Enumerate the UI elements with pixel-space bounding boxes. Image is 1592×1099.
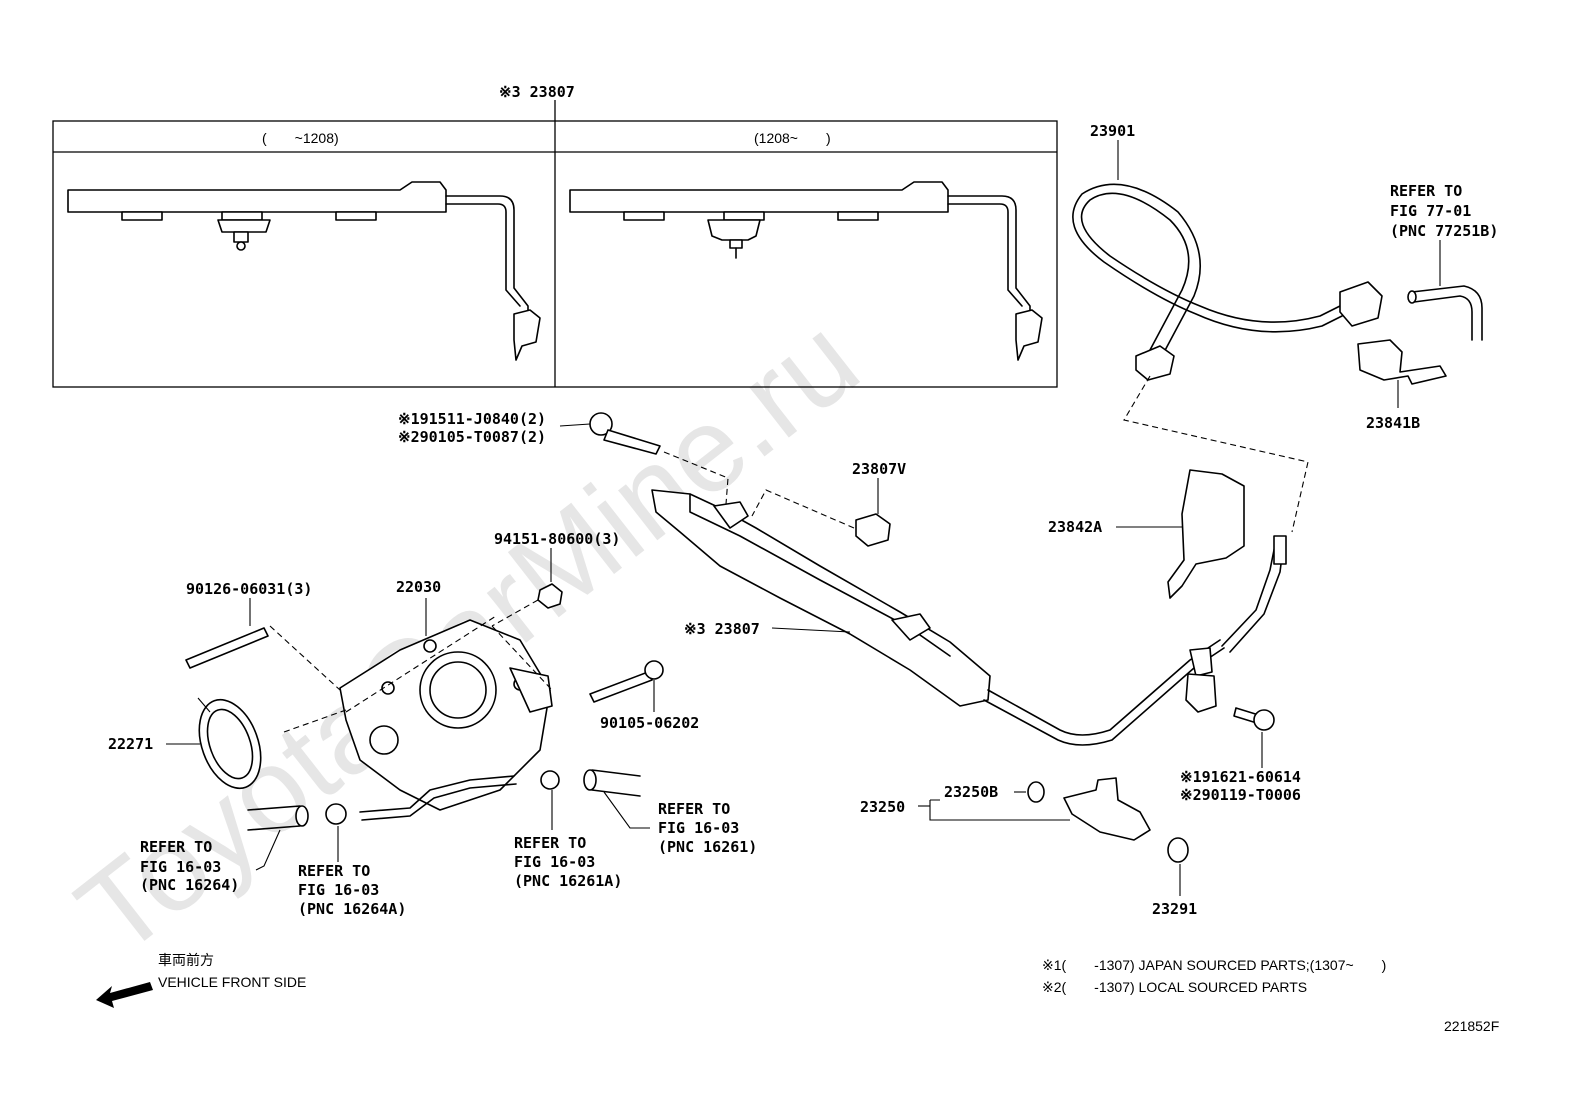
refer-16264-line1: REFER TO	[140, 838, 212, 856]
inset-left-panel-label: ( ~1208)	[262, 130, 339, 146]
clip-23841b: 23841B	[1357, 339, 1447, 432]
front-arrow-icon	[96, 982, 153, 1008]
inset-23807: ※3 23807 ( ~1208) (1208~ )	[52, 83, 1058, 388]
inset-label: ※3 23807	[499, 83, 575, 101]
refer-16264a-line2: FIG 16-03	[298, 881, 379, 899]
fuel-rail-new	[569, 181, 1043, 361]
label-rail-23807: ※3 23807	[684, 620, 760, 638]
spacer-23807v: 23807V	[751, 460, 906, 547]
throttle-body-22030: 22030	[283, 578, 553, 821]
hose-16261: REFER TO FIG 16-03 (PNC 16261)	[583, 769, 757, 856]
clamp-23842a: 23842A	[1048, 469, 1245, 599]
tube-refer-77: REFER TO FIG 77-01 (PNC 77251B)	[1390, 182, 1498, 341]
refer-16264a-line1: REFER TO	[298, 862, 370, 880]
injector-23250: 23250B 23250	[860, 777, 1151, 841]
refer-16261-line3: (PNC 16261)	[658, 838, 757, 856]
refer-77-line1: REFER TO	[1390, 182, 1462, 200]
label-23842a: 23842A	[1048, 518, 1102, 536]
note-2: ※2( -1307) LOCAL SOURCED PARTS	[1042, 979, 1307, 995]
inset-right-panel-label: (1208~ )	[754, 130, 831, 146]
gasket-22271: 22271	[108, 697, 262, 790]
bolt-191511: ※191511-J0840(2) ※290105-T0087(2)	[398, 410, 729, 505]
label-23291: 23291	[1152, 900, 1197, 918]
label-23841b: 23841B	[1366, 414, 1420, 432]
label-23250: 23250	[860, 798, 905, 816]
front-en: VEHICLE FRONT SIDE	[158, 974, 306, 990]
refer-16261a-line3: (PNC 16261A)	[514, 872, 622, 890]
diagram-id: 221852F	[1444, 1018, 1499, 1034]
nut-94151: 94151-80600(3)	[491, 530, 620, 627]
refer-16261a-line1: REFER TO	[514, 834, 586, 852]
note-1: ※1( -1307) JAPAN SOURCED PARTS;(1307~ )	[1042, 957, 1386, 973]
refer-16264-line2: FIG 16-03	[140, 858, 221, 876]
label-23901: 23901	[1090, 122, 1135, 140]
label-290105: ※290105-T0087(2)	[398, 428, 546, 446]
label-94151: 94151-80600(3)	[494, 530, 620, 548]
label-191621: ※191621-60614	[1180, 768, 1301, 786]
label-23250b: 23250B	[944, 783, 998, 801]
hose-16264: REFER TO FIG 16-03 (PNC 16264)	[140, 805, 309, 894]
oring-23291: 23291	[1152, 837, 1197, 918]
fuel-hose-23901: 23901	[1072, 122, 1383, 381]
label-90105: 90105-06202	[600, 714, 699, 732]
bolt-90105: 90105-06202	[589, 660, 699, 732]
label-22271: 22271	[108, 735, 153, 753]
refer-16264a-line3: (PNC 16264A)	[298, 900, 406, 918]
bolt-191621: ※191621-60614 ※290119-T0006	[1180, 707, 1301, 804]
refer-77-line3: (PNC 77251B)	[1390, 222, 1498, 240]
vehicle-front-indicator: 車両前方 VEHICLE FRONT SIDE	[96, 952, 306, 1008]
label-90126: 90126-06031(3)	[186, 580, 312, 598]
refer-16261-line1: REFER TO	[658, 800, 730, 818]
front-jp: 車両前方	[158, 952, 214, 968]
refer-16261-line2: FIG 16-03	[658, 819, 739, 837]
label-290119: ※290119-T0006	[1180, 786, 1301, 804]
refer-16264-line3: (PNC 16264)	[140, 876, 239, 894]
label-22030: 22030	[396, 578, 441, 596]
label-191511: ※191511-J0840(2)	[398, 410, 546, 428]
label-23807v: 23807V	[852, 460, 906, 478]
refer-77-line2: FIG 77-01	[1390, 202, 1471, 220]
clamp-16264a: REFER TO FIG 16-03 (PNC 16264A)	[298, 803, 406, 918]
stud-90126: 90126-06031(3)	[185, 580, 341, 691]
fuel-rail-main: ※3 23807	[651, 489, 1287, 746]
refer-16261a-line2: FIG 16-03	[514, 853, 595, 871]
clamp-16261a: REFER TO FIG 16-03 (PNC 16261A)	[514, 770, 622, 890]
fuel-rail-old	[67, 181, 541, 361]
